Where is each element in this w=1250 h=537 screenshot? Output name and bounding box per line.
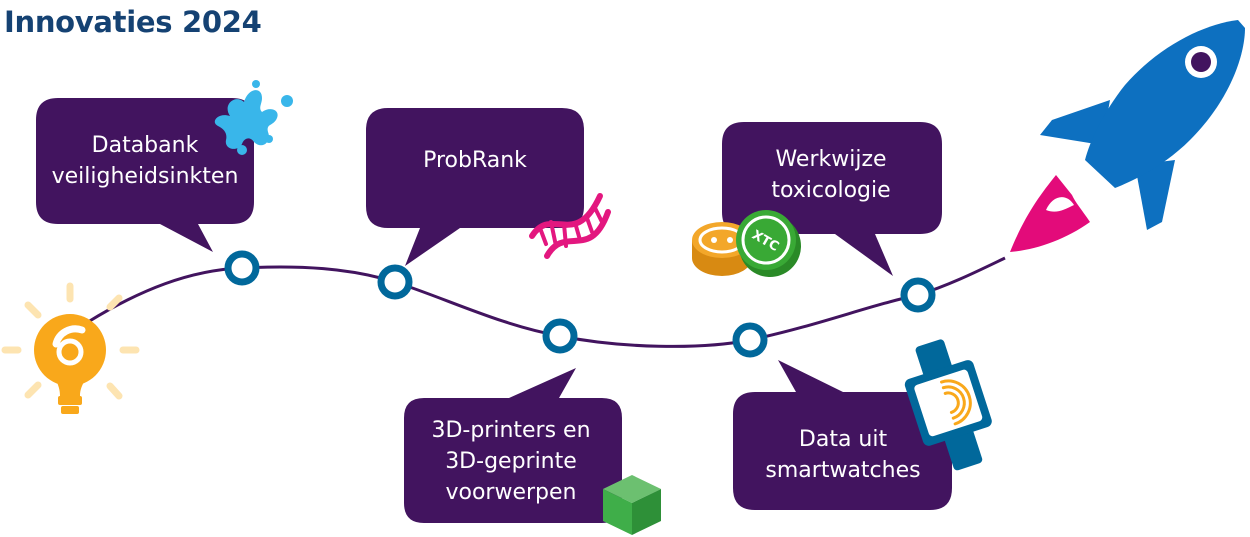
speech-bubble-probrank: [366, 108, 584, 266]
speech-bubble-smartwatches: [733, 360, 952, 510]
bubble-text-databank: Databank veiligheidsinkten: [40, 104, 250, 218]
timeline-node-4: [732, 322, 768, 358]
page-title: Innovaties 2024: [4, 5, 262, 39]
pills-icon: XTC: [692, 210, 801, 277]
bubble-line: Databank: [91, 133, 199, 158]
smartwatch-icon: [904, 339, 992, 471]
bubble-line: toxicologie: [771, 178, 891, 203]
timeline-node-3: [542, 318, 578, 354]
speech-bubble-databank: [36, 98, 254, 252]
cube-icon: [603, 475, 661, 535]
bubble-text-probrank: ProbRank: [370, 125, 580, 195]
timeline-node-2: [377, 264, 413, 300]
timeline-node-5: [900, 277, 936, 313]
bubble-line: veiligheidsinkten: [51, 164, 239, 189]
bubble-line: Data uit: [798, 427, 888, 452]
bubble-text-smartwatches: Data uit smartwatches: [736, 410, 950, 500]
lightbulb-icon: [1, 282, 140, 414]
bubble-text-3d-printers: 3D-printers en 3D-geprinte voorwerpen: [406, 404, 616, 518]
timeline-node-1: [224, 250, 260, 286]
bubble-line: 3D-geprinte: [445, 448, 577, 474]
ink-splash-icon: [214, 80, 293, 155]
bubble-line: voorwerpen: [445, 479, 577, 505]
bubble-line: smartwatches: [765, 458, 921, 483]
speech-bubble-toxicologie: [722, 122, 942, 276]
dna-helix-icon: [529, 193, 611, 259]
bubble-line: ProbRank: [423, 147, 527, 173]
bubble-line: 3D-printers en: [431, 417, 591, 443]
bubble-line: Werkwijze: [775, 147, 887, 172]
bubble-text-toxicologie: Werkwijze toxicologie: [724, 130, 938, 220]
speech-bubble-3d-printers: [404, 368, 622, 523]
rocket-icon: [1010, 20, 1245, 252]
